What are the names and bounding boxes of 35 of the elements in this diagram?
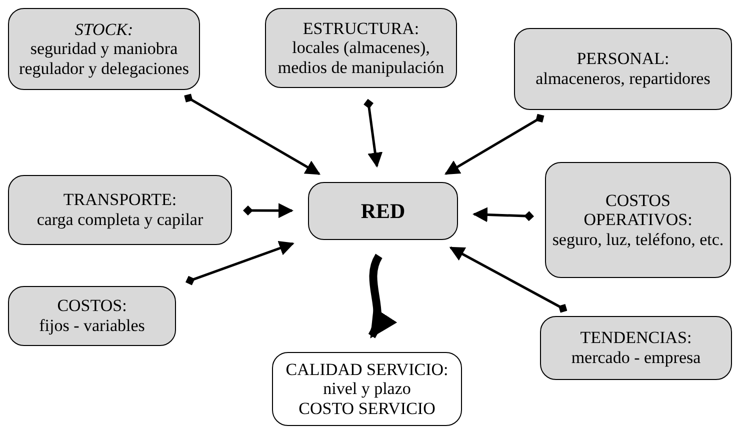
- node-heading: RED: [360, 198, 406, 224]
- node-text: locales (almacenes), medios de manipulación: [276, 38, 446, 78]
- rounded-box: [272, 352, 462, 426]
- node-text: mercado - empresa: [571, 348, 701, 368]
- rounded-box: [265, 8, 457, 88]
- node-heading: ESTRUCTURA:: [302, 18, 420, 38]
- wavy-arrow: [368, 254, 396, 339]
- node-heading: TENDENCIAS:: [580, 328, 692, 348]
- arrow: [449, 246, 568, 313]
- node-text: COSTO SERVICIO: [298, 398, 436, 418]
- arrow: [186, 241, 294, 286]
- node-text: carga completa y capilar: [36, 210, 204, 230]
- arrow: [472, 207, 534, 222]
- rounded-box: [540, 316, 732, 380]
- node-heading: COSTOS OPERATIVOS:: [582, 190, 694, 230]
- node-heading: PERSONAL:: [576, 49, 670, 69]
- rounded-box: [545, 162, 731, 278]
- rounded-box: [308, 182, 458, 240]
- node-text: fijos - variables: [39, 316, 145, 336]
- arrow: [444, 114, 544, 175]
- arrow: [243, 203, 294, 218]
- node-heading: TRANSPORTE:: [63, 190, 177, 210]
- node-text: seguridad y maniobra regulador y delegaciones: [18, 39, 190, 78]
- rounded-box: [8, 175, 232, 245]
- node-heading: STOCK:: [74, 20, 134, 40]
- rounded-box: [514, 28, 732, 110]
- node-text: seguro, luz, teléfono, etc.: [552, 230, 724, 250]
- node-heading: COSTOS:: [57, 296, 127, 316]
- rounded-box: [8, 8, 200, 90]
- arrow: [364, 98, 383, 168]
- node-heading: CALIDAD SERVICIO:: [286, 360, 448, 380]
- arrow: [184, 94, 321, 176]
- rounded-box: [8, 286, 176, 346]
- node-text: almaceneros, repartidores: [536, 69, 710, 89]
- node-text: nivel y plazo: [323, 379, 411, 399]
